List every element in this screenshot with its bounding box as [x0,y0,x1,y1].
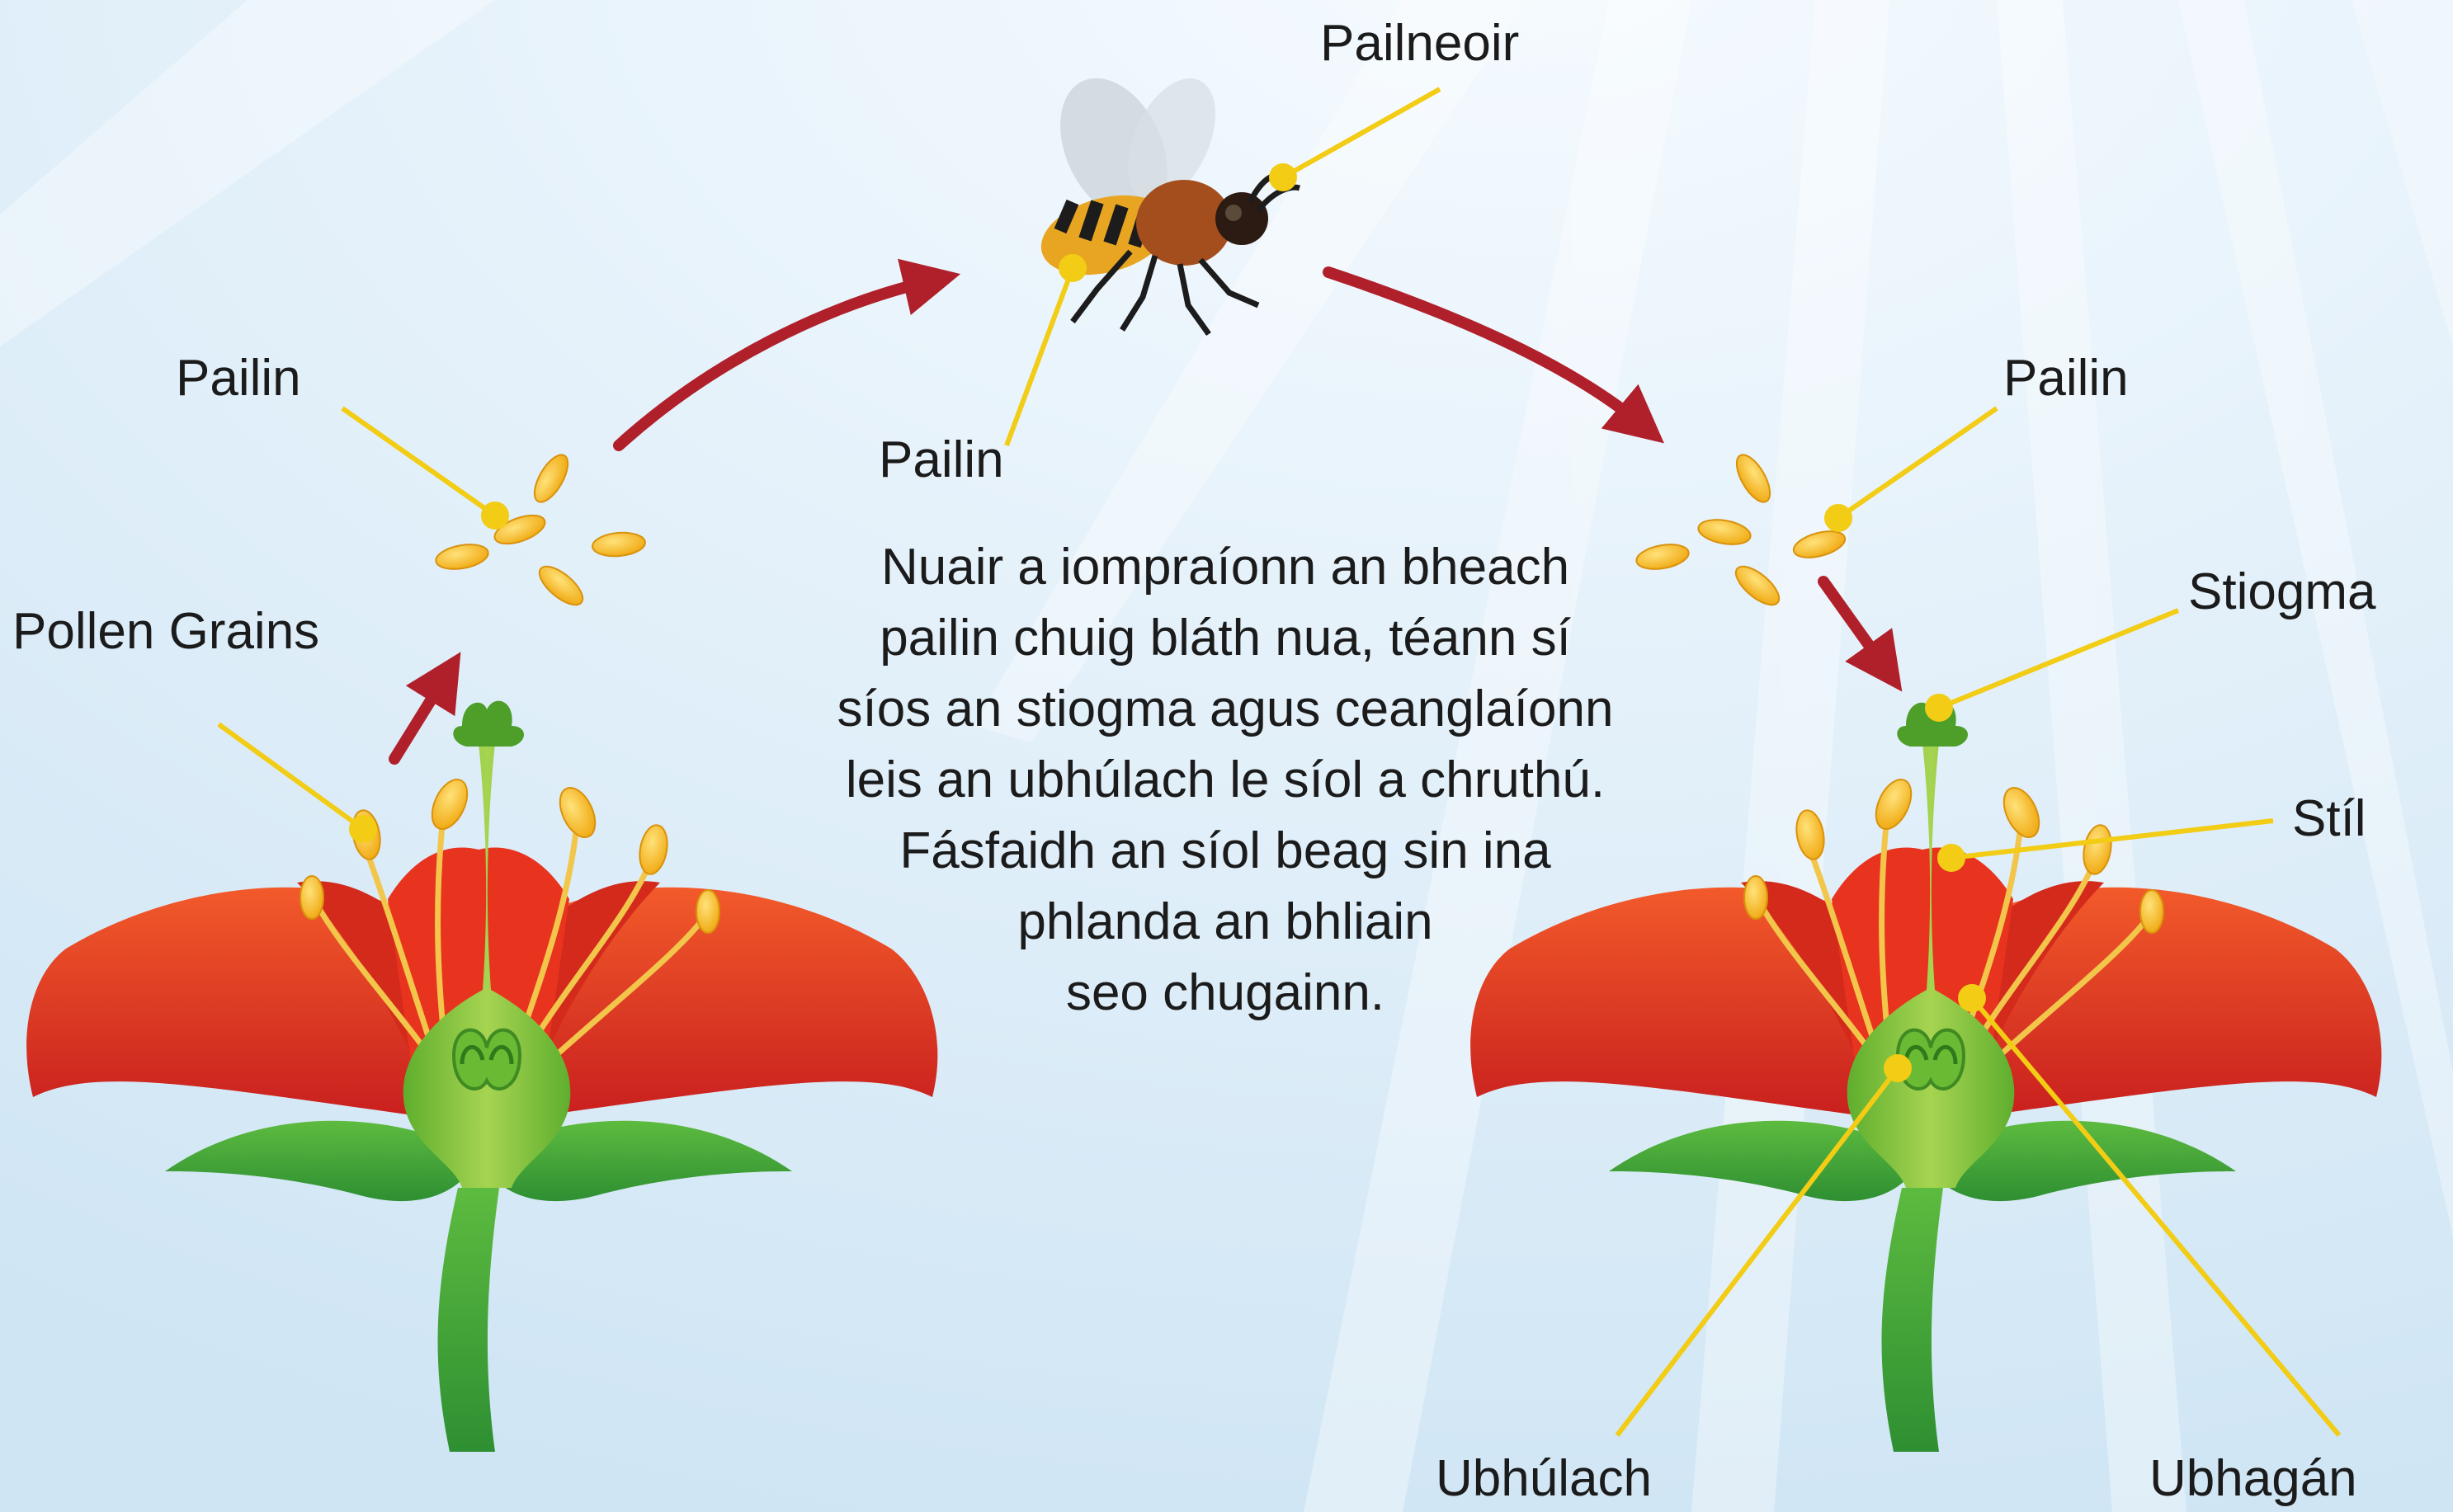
label-pollen-grains: Pollen Grains [12,606,319,657]
description-line: pailin chuig bláth nua, téann sí [685,603,1766,674]
label-pollen-left: Pailin [176,353,301,404]
description-line: seo chugainn. [685,958,1766,1029]
description-line: Fásfaidh an síol beag sin ina [685,816,1766,887]
label-ovary: Ubhagán [2149,1453,2357,1505]
label-ovule: Ubhúlach [1436,1453,1652,1505]
label-pollen-right: Pailin [2003,353,2129,404]
description-line: síos an stiogma agus ceanglaíonn [685,674,1766,745]
label-pollinator: Pailneoir [1320,18,1519,69]
label-pollen-bee: Pailin [879,435,1004,486]
label-stigma: Stiogma [2188,567,2375,618]
description-line: leis an ubhúlach le síol a chruthú. [685,745,1766,816]
label-style: Stíl [2292,794,2366,845]
description-text: Nuair a iompraíonn an bheach pailin chui… [685,532,1766,1029]
description-line: Nuair a iompraíonn an bheach [685,532,1766,603]
description-line: phlanda an bhliain [685,887,1766,958]
